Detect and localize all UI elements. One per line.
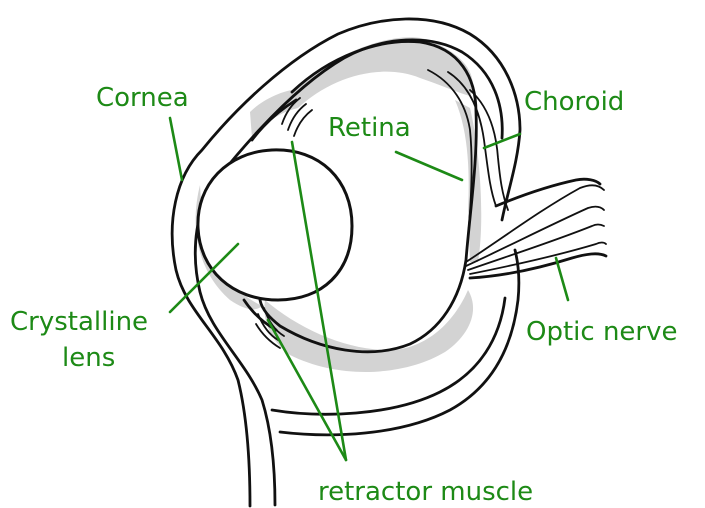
upper-choroid-shading [292,37,473,108]
lower-eye-shading [264,290,473,372]
choroid-layer-line-1 [428,70,472,258]
optic-nerve-leader-line [556,258,568,300]
retina-label: Retina [328,113,411,143]
crystalline-lens [198,150,352,300]
optic-nerve-label: Optic nerve [526,317,678,347]
cornea-label: Cornea [96,83,189,113]
crystalline-lens-label-line1: Crystalline [10,307,148,337]
cornea-leader-line [170,118,182,180]
choroid-label: Choroid [524,87,624,117]
retina-leader-line [396,152,462,180]
crystalline-lens-label-line2: lens [62,343,115,373]
optic-nerve-fiber-1 [466,185,604,262]
optic-nerve-bottom-edge [470,254,606,278]
retractor-muscle-label: retractor muscle [318,477,533,507]
optic-nerve-fiber-4 [470,243,606,275]
